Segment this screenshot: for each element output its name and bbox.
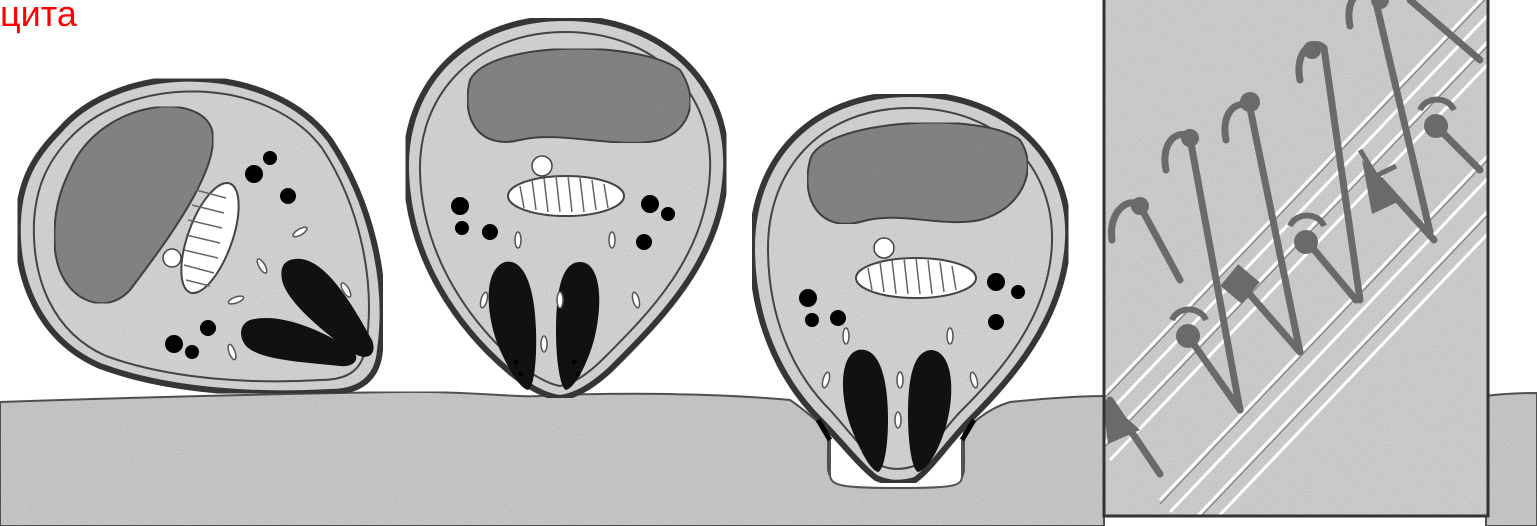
parasite-2-nucleus [467,49,690,143]
parasite-apical-contact [406,18,726,398]
parasite-2-mitochondrion [508,176,624,216]
caption-text: цита [0,0,77,34]
parasite-3-mitochondrion [856,258,976,298]
parasite-1-nucleolus [163,249,181,267]
parasite-attaching [18,79,383,394]
magnified-inset [1080,0,1537,526]
parasite-3-nucleus [807,123,1027,224]
parasite-3-nucleolus [874,238,894,258]
parasite-2-nucleolus [532,156,552,176]
